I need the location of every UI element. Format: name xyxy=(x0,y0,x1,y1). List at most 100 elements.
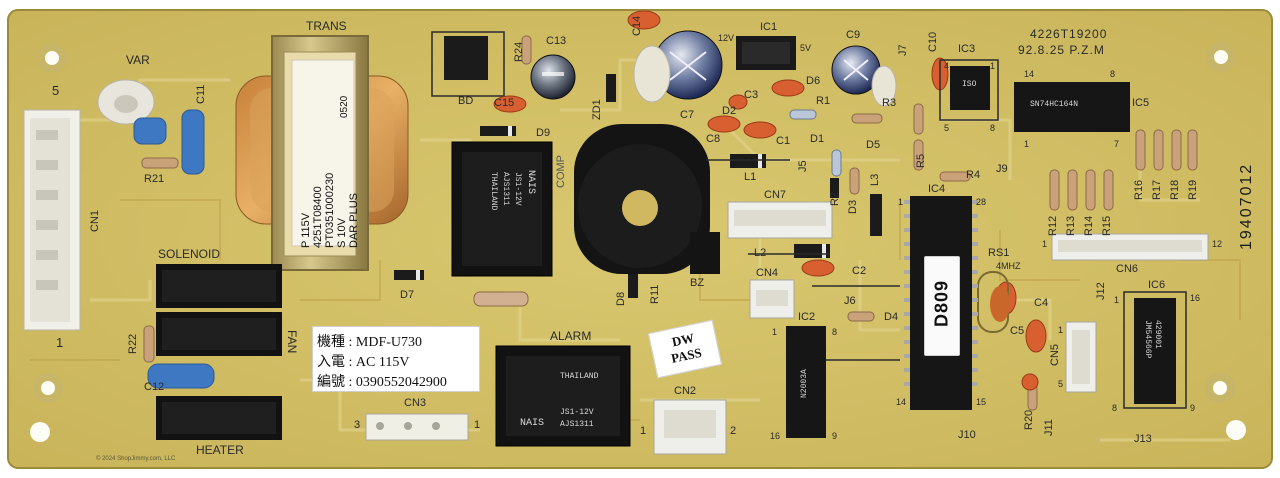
silk-r12: R12 xyxy=(1047,215,1059,236)
silk-c9: C9 xyxy=(846,29,861,41)
ic2-marking: N2003A xyxy=(800,369,809,398)
silk-ic2-pin8: 8 xyxy=(832,327,838,337)
silk-alarm: ALARM xyxy=(550,329,592,343)
voltage-regulator-ic1 xyxy=(736,36,796,70)
silk-l1: L1 xyxy=(744,171,757,183)
silk-ic2-pin16: 16 xyxy=(770,431,781,441)
relay-alarm xyxy=(495,345,631,447)
silk-c14: C14 xyxy=(631,15,643,36)
silk-cn5-pin5: 5 xyxy=(1058,379,1064,389)
silk-var: VAR xyxy=(126,53,150,67)
silk-c12: C12 xyxy=(144,381,165,393)
silk-j10: J10 xyxy=(958,429,976,441)
transformer-line-1: P 115V xyxy=(300,212,312,248)
silk-cn6-pin12: 12 xyxy=(1212,239,1223,249)
silk-cn4: CN4 xyxy=(756,267,779,279)
info-sticker: 機種 : MDF-U730 入電 : AC 115V 編號 : 03905520… xyxy=(312,326,480,392)
silk-r24: R24 xyxy=(513,41,525,62)
silk-trans: TRANS xyxy=(306,19,347,33)
silk-c5: C5 xyxy=(1010,325,1025,337)
silk-c8: C8 xyxy=(706,133,721,145)
silk-r15: R15 xyxy=(1101,215,1113,236)
ic6-marking-2: JM54566P xyxy=(1143,320,1152,359)
blue-capacitor-c12 xyxy=(147,363,215,389)
silk-d6: D6 xyxy=(806,75,821,87)
info-serial-key: 編號 xyxy=(317,375,345,390)
white-insulator-c9 xyxy=(871,65,897,107)
silk-c3: C3 xyxy=(744,89,759,101)
silk-r18: R18 xyxy=(1169,179,1181,200)
ic5-shift-register xyxy=(1014,82,1130,132)
relay-solenoid xyxy=(156,264,282,308)
silk-r4: R4 xyxy=(966,169,981,181)
silk-r19: R19 xyxy=(1187,179,1199,200)
silk-cn5: CN5 xyxy=(1049,343,1061,366)
silk-pin1: 1 xyxy=(56,335,64,350)
silk-cn7: CN7 xyxy=(764,189,787,201)
relay-alarm-code: AJS1311 xyxy=(560,420,594,429)
silk-ic4-pin15: 15 xyxy=(976,397,987,407)
silk-ic3-pin4: 4 xyxy=(944,61,950,71)
silk-l2: L2 xyxy=(754,247,767,259)
silk-5v: 5V xyxy=(800,43,812,53)
jumper-wires xyxy=(706,159,900,361)
silk-ic3-pin1: 1 xyxy=(990,61,996,71)
silk-c4: C4 xyxy=(1034,297,1049,309)
silk-cn3: CN3 xyxy=(404,397,427,409)
silk-d1: D1 xyxy=(810,133,825,145)
silk-ic4-pin14: 14 xyxy=(896,397,907,407)
info-power-value: AC 115V xyxy=(355,355,410,370)
white-insulator-c7 xyxy=(633,45,671,103)
relay-alarm-origin: THAILAND xyxy=(560,372,599,381)
ic6-marking-1: 429001 xyxy=(1153,320,1162,349)
silk-ic2-pin9: 9 xyxy=(832,431,838,441)
ic5-marking: SN74HC164N xyxy=(1030,100,1079,109)
info-row-model: 機種 : MDF-U730 xyxy=(317,331,422,351)
silk-j6: J6 xyxy=(844,295,856,307)
info-row-serial: 編號 : 0390552042900 xyxy=(317,371,447,391)
board-code: 4226T19200 xyxy=(1030,27,1108,41)
info-power-key: 入電 xyxy=(317,355,345,370)
silk-r16: R16 xyxy=(1133,179,1145,200)
relay-comp xyxy=(451,141,553,277)
electrolytic-capacitor-c13 xyxy=(530,54,576,100)
info-serial-value: 0390552042900 xyxy=(355,375,447,390)
blue-capacitor-var xyxy=(133,117,167,145)
blue-capacitor-c11 xyxy=(181,109,205,175)
transformer-line-2: 4251T08400 xyxy=(312,186,324,248)
silk-ic5-pin7: 7 xyxy=(1114,139,1120,149)
relay-comp-brand: NAIS xyxy=(525,170,536,195)
info-model-key: 機種 xyxy=(317,335,345,350)
relay-fan xyxy=(156,312,282,356)
silk-j12: J12 xyxy=(1095,282,1107,300)
silk-ic5-pin14: 14 xyxy=(1024,69,1035,79)
info-model-value: MDF-U730 xyxy=(355,335,423,350)
silk-bd: BD xyxy=(458,95,474,107)
relay-alarm-model: JS1-12V xyxy=(560,408,594,417)
silk-ic4: IC4 xyxy=(928,183,946,195)
mounting-holes xyxy=(33,42,1236,403)
buzzer xyxy=(574,124,720,274)
info-colon-2: : xyxy=(345,355,356,370)
silk-d7: D7 xyxy=(400,289,415,301)
silk-d5: D5 xyxy=(866,139,881,151)
cn4-connector xyxy=(749,279,795,319)
silk-r21: R21 xyxy=(144,173,165,185)
silk-d4: D4 xyxy=(884,311,899,323)
silk-4mhz: 4MHZ xyxy=(996,261,1021,271)
silk-ic6-pin9: 9 xyxy=(1190,403,1196,413)
silk-cn3-pin1: 1 xyxy=(474,419,481,431)
relay-alarm-brand: NAIS xyxy=(520,418,545,429)
watermark: © 2024 ShopJimmy.com, LLC xyxy=(96,456,176,462)
silk-cn6: CN6 xyxy=(1116,263,1139,275)
info-colon-1: : xyxy=(345,335,356,350)
silk-r17: R17 xyxy=(1151,179,1163,200)
silk-c15: C15 xyxy=(494,97,515,109)
cn5-connector xyxy=(1065,321,1097,393)
silk-fan: FAN xyxy=(285,330,299,354)
silk-j13: J13 xyxy=(1134,433,1152,445)
silk-zd1: ZD1 xyxy=(591,99,603,120)
electrolytic-capacitor-c7 xyxy=(653,30,723,100)
silk-ic3-pin8: 8 xyxy=(990,123,996,133)
electrolytic-capacitor-c9 xyxy=(831,45,881,95)
